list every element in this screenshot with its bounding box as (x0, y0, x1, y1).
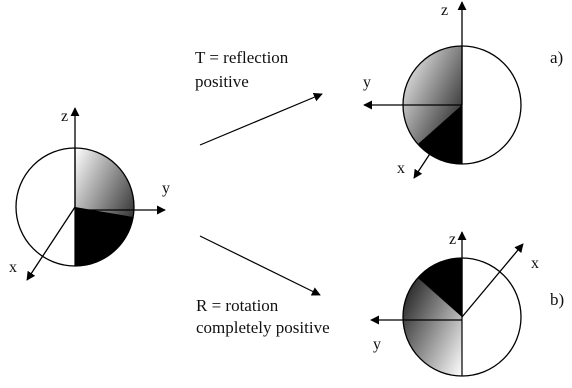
transform-t-arrow (199, 92, 323, 146)
center-sphere-dark-sector (75, 207, 133, 266)
transform-t: T = reflection positive (195, 48, 323, 146)
sphere-b-marker: b) (550, 290, 564, 309)
transform-t-line1: T = reflection (195, 48, 289, 67)
sphere-a: z y x a) (363, 1, 563, 179)
sphere-b-y-label: y (373, 336, 381, 353)
transform-r-line1: R = rotation (196, 296, 279, 315)
sphere-a-x-label: x (397, 160, 405, 177)
transform-r-arrow (199, 235, 321, 296)
sphere-a-marker: a) (550, 48, 563, 67)
transform-r-line2: completely positive (196, 318, 330, 337)
sphere-a-dark-sector (418, 105, 462, 164)
center-y-label: y (162, 180, 170, 197)
sphere-b-x-axis (461, 243, 524, 318)
sphere-a-y-label: y (363, 74, 371, 91)
sphere-b-z-label: z (449, 231, 456, 248)
center-x-axis (26, 206, 76, 281)
sphere-a-z-label: z (441, 2, 448, 19)
sphere-b-x-label: x (531, 255, 539, 272)
transform-r: R = rotation completely positive (196, 235, 330, 337)
center-z-label: z (61, 108, 68, 125)
center-sphere: z y x (9, 107, 170, 281)
sphere-a-x-axis (413, 104, 463, 179)
transform-t-line2: positive (195, 72, 249, 91)
center-x-label: x (9, 259, 17, 276)
sphere-b-dark-sector (418, 258, 462, 317)
sphere-b: z y x b) (370, 231, 564, 377)
